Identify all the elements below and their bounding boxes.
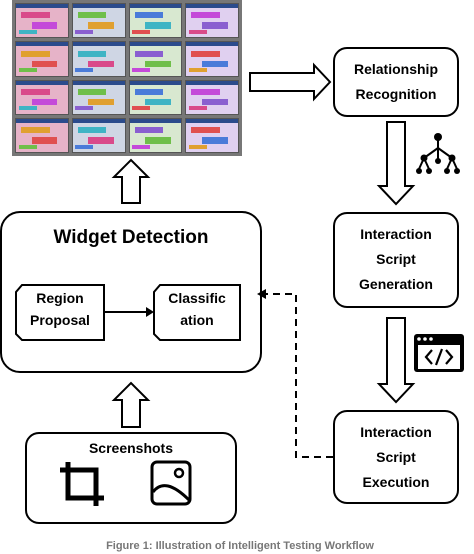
screenshots-title: Screenshots xyxy=(88,440,174,456)
region-proposal-label: Region Proposal xyxy=(16,287,104,331)
widget-detection-title: Widget Detection xyxy=(53,227,209,248)
generation-line-3: Generation xyxy=(359,276,433,292)
recognition-to-generation-arrow xyxy=(376,121,416,206)
image-icon xyxy=(150,460,192,506)
relationship-recognition-line-1: Relationship xyxy=(353,61,438,77)
classification-shape xyxy=(153,284,241,341)
classification-label: Classific ation xyxy=(154,287,240,331)
detection-to-collage-arrow xyxy=(111,158,151,204)
screenshot-thumbnail xyxy=(185,3,239,39)
region-proposal-line-2: Proposal xyxy=(30,312,90,328)
region-proposal-shape xyxy=(15,284,105,341)
screenshot-thumbnail xyxy=(185,117,239,153)
execution-line-1: Interaction xyxy=(360,424,432,440)
collage-to-recognition-arrow xyxy=(249,62,332,102)
screenshots-box: Screenshots xyxy=(25,432,237,524)
execution-line-2: Script xyxy=(376,449,416,465)
interaction-script-execution-box: Interaction Script Execution xyxy=(333,410,459,504)
figure-caption: Figure 1: Illustration of Intelligent Te… xyxy=(106,540,374,552)
screenshot-thumbnail xyxy=(185,41,239,77)
generation-line-2: Script xyxy=(376,251,416,267)
code-window-icon xyxy=(414,334,464,372)
crop-icon xyxy=(60,462,104,506)
screenshot-thumbnail xyxy=(128,3,183,39)
region-proposal-line-1: Region xyxy=(36,290,84,306)
relationship-recognition-line-2: Recognition xyxy=(355,86,437,102)
screenshot-collage xyxy=(12,0,242,156)
screenshot-thumbnail xyxy=(71,117,126,153)
screenshot-thumbnail xyxy=(71,41,126,77)
screenshot-thumbnail xyxy=(128,79,183,115)
screenshot-thumbnail xyxy=(15,41,69,77)
screenshot-thumbnail xyxy=(15,79,69,115)
screenshot-thumbnail xyxy=(128,41,183,77)
relationship-recognition-box: Relationship Recognition xyxy=(333,47,459,117)
proposal-to-classification-arrowhead xyxy=(146,307,154,317)
screenshot-thumbnail xyxy=(15,117,69,153)
hierarchy-tree-icon xyxy=(416,133,460,174)
generation-to-execution-arrow xyxy=(376,317,416,404)
screenshot-thumbnail xyxy=(71,3,126,39)
execution-to-classification-dashed xyxy=(266,293,333,458)
execution-line-3: Execution xyxy=(362,474,430,490)
classification-line-1: Classific xyxy=(168,290,226,306)
screenshots-to-detection-arrow xyxy=(111,381,151,428)
screenshot-thumbnail xyxy=(71,79,126,115)
dashed-arrowhead xyxy=(257,289,266,299)
classification-line-2: ation xyxy=(180,312,214,328)
screenshot-thumbnail xyxy=(15,3,69,39)
screenshot-thumbnail xyxy=(185,79,239,115)
interaction-script-generation-box: Interaction Script Generation xyxy=(333,212,459,308)
generation-line-1: Interaction xyxy=(360,226,432,242)
screenshot-thumbnail xyxy=(128,117,183,153)
